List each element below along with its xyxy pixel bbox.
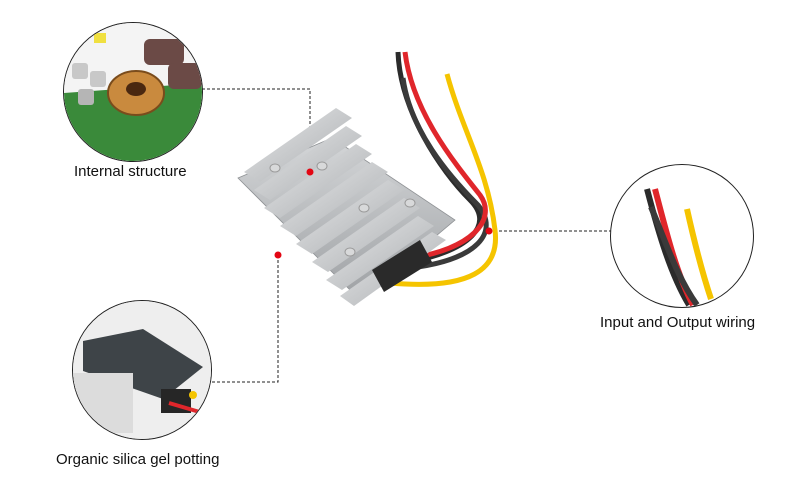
pcb-detail-image xyxy=(64,23,202,161)
callout-dot-potting xyxy=(274,251,282,259)
label-silica-gel-potting: Organic silica gel potting xyxy=(56,451,220,468)
wire-black-2 xyxy=(400,77,489,271)
detail-circle-internal xyxy=(63,22,203,162)
callout-dot-internal xyxy=(306,168,314,176)
wires-detail-image xyxy=(644,188,714,307)
leader-internal xyxy=(202,88,311,172)
wire-yellow xyxy=(389,73,499,287)
heatsink-fins xyxy=(244,108,446,306)
detail-circle-wiring xyxy=(610,164,754,308)
label-internal-structure: Internal structure xyxy=(74,163,187,180)
callout-dot-wiring xyxy=(485,227,493,235)
leader-potting xyxy=(208,255,279,383)
detail-circle-potting xyxy=(72,300,212,440)
wire-gland xyxy=(372,240,432,292)
potting-detail-image xyxy=(73,301,211,439)
wire-red xyxy=(402,51,488,261)
label-input-output-wiring: Input and Output wiring xyxy=(600,314,756,331)
